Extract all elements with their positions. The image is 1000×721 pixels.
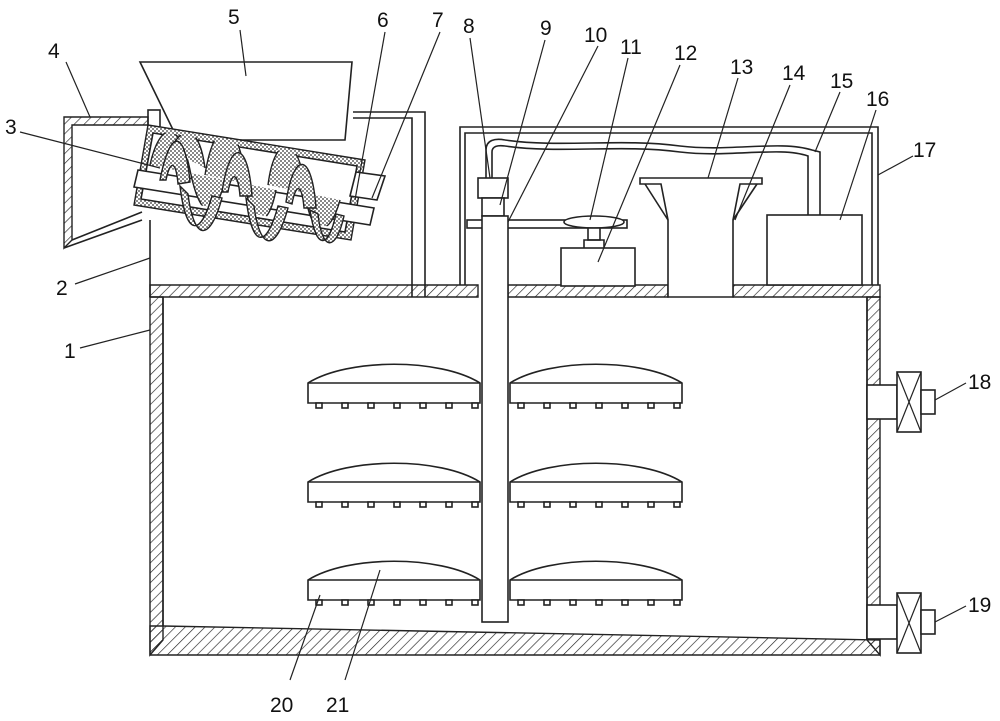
part-labels: 1 2 3 4 5 6 7 8 9 10 11 12 13 14 15 16 1… — [5, 6, 991, 717]
paddle-nozzle — [367, 402, 375, 409]
drive-belt — [466, 219, 628, 229]
label-10: 10 — [584, 24, 607, 47]
tank-top-right-wall — [732, 284, 881, 298]
paddle-nozzle — [393, 599, 401, 606]
paddle-nozzle — [445, 501, 453, 508]
paddle-nozzle — [595, 599, 603, 606]
paddle-nozzle — [569, 402, 577, 409]
paddle-nozzle — [471, 402, 479, 409]
label-2: 2 — [56, 277, 68, 300]
paddle-nozzle — [341, 402, 349, 409]
upper-valve — [866, 371, 936, 433]
paddle-nozzle — [517, 402, 525, 409]
paddle-blade — [509, 560, 683, 606]
label-21: 21 — [326, 694, 349, 717]
paddle-nozzle — [315, 599, 323, 606]
paddle-nozzle — [673, 501, 681, 508]
label-8: 8 — [463, 15, 475, 38]
inlet-funnel — [639, 177, 763, 298]
paddle-blade — [307, 363, 481, 409]
paddle-nozzle — [673, 599, 681, 606]
paddle-blade — [307, 560, 481, 606]
paddle-nozzle — [517, 501, 525, 508]
paddle-blade — [509, 363, 683, 409]
paddle-nozzle — [367, 501, 375, 508]
paddle-nozzle — [543, 599, 551, 606]
paddle-nozzle — [393, 501, 401, 508]
label-19: 19 — [968, 594, 991, 617]
tank-top-left-wall — [149, 284, 479, 298]
tank-right-wall — [866, 296, 881, 657]
paddle-nozzle — [393, 402, 401, 409]
paddle-nozzle — [647, 599, 655, 606]
paddle-blade — [307, 462, 481, 508]
leader-lines — [19, 29, 967, 681]
label-15: 15 — [830, 70, 853, 93]
label-5: 5 — [228, 6, 240, 29]
paddle-nozzle — [419, 501, 427, 508]
label-18: 18 — [968, 371, 991, 394]
label-3: 3 — [5, 116, 17, 139]
paddle-nozzle — [445, 402, 453, 409]
label-20: 20 — [270, 694, 293, 717]
label-7: 7 — [432, 9, 444, 32]
paddle-nozzle — [471, 599, 479, 606]
paddle-nozzle — [569, 501, 577, 508]
paddle-nozzle — [647, 402, 655, 409]
paddle-nozzle — [621, 599, 629, 606]
label-16: 16 — [866, 88, 889, 111]
paddle-nozzle — [445, 599, 453, 606]
control-box — [766, 214, 863, 286]
paddle-nozzle — [595, 402, 603, 409]
feed-hopper — [138, 61, 353, 141]
label-9: 9 — [540, 17, 552, 40]
agitator-shaft — [481, 215, 509, 623]
agitator-paddles — [307, 363, 683, 606]
paddle-nozzle — [543, 501, 551, 508]
paddle-nozzle — [621, 501, 629, 508]
label-4: 4 — [48, 40, 60, 63]
label-17: 17 — [913, 139, 936, 162]
paddle-nozzle — [419, 402, 427, 409]
paddle-nozzle — [543, 402, 551, 409]
steam-pipe — [504, 139, 821, 215]
label-11: 11 — [620, 36, 642, 59]
paddle-nozzle — [419, 599, 427, 606]
paddle-nozzle — [621, 402, 629, 409]
paddle-nozzle — [471, 501, 479, 508]
paddle-nozzle — [569, 599, 577, 606]
label-6: 6 — [377, 9, 389, 32]
tank-left-wall — [149, 296, 164, 657]
paddle-nozzle — [595, 501, 603, 508]
label-1: 1 — [64, 340, 76, 363]
lower-valve — [866, 592, 936, 654]
gearbox — [560, 247, 636, 287]
paddle-nozzle — [517, 599, 525, 606]
tank-bottom-wall — [149, 625, 881, 656]
paddle-nozzle — [341, 501, 349, 508]
screw-conveyor — [133, 124, 375, 244]
paddle-nozzle — [315, 501, 323, 508]
discharge-chute — [63, 116, 149, 250]
right-housing — [459, 126, 879, 285]
paddle-nozzle — [315, 402, 323, 409]
motor-coupling — [477, 177, 509, 199]
paddle-nozzle — [647, 501, 655, 508]
drive-assembly — [466, 138, 636, 287]
label-13: 13 — [730, 56, 753, 79]
paddle-nozzle — [673, 402, 681, 409]
paddle-nozzle — [341, 599, 349, 606]
label-14: 14 — [782, 62, 806, 85]
label-12: 12 — [674, 42, 697, 65]
paddle-blade — [509, 462, 683, 508]
